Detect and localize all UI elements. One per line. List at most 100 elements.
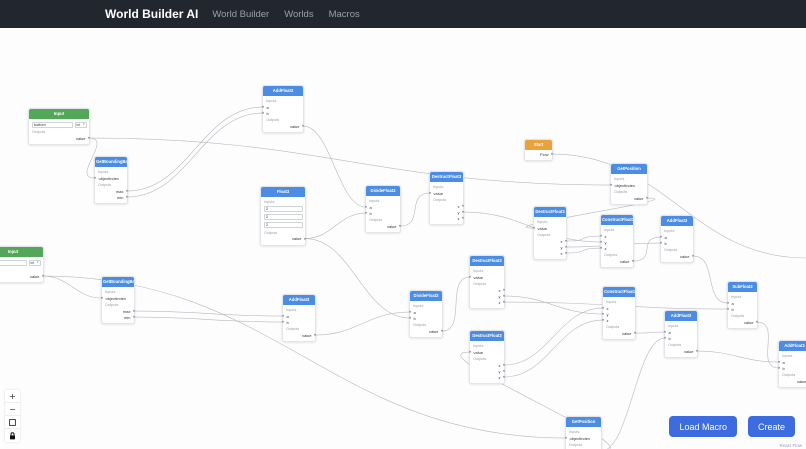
port-value[interactable] (303, 237, 307, 240)
port-z[interactable] (502, 375, 506, 379)
port-max[interactable] (125, 189, 129, 193)
port-z[interactable] (601, 318, 605, 322)
port-y[interactable] (502, 294, 506, 298)
port-z[interactable] (599, 246, 603, 250)
nav-world-builder[interactable]: World Builder (212, 8, 270, 20)
port-a[interactable] (726, 301, 730, 305)
port-value[interactable] (440, 329, 444, 333)
zoom-in-button[interactable]: + (5, 390, 20, 403)
port-value[interactable] (468, 275, 472, 279)
port-y[interactable] (564, 245, 568, 249)
port-objectindex[interactable] (564, 436, 568, 440)
node-value-input[interactable] (263, 206, 303, 213)
node-float3[interactable]: Float3InputsOutputsvalue (260, 186, 307, 246)
node-value-input[interactable] (31, 121, 73, 128)
port-x[interactable] (461, 204, 465, 208)
node-value-input[interactable] (263, 222, 303, 229)
nav-worlds[interactable]: Worlds (284, 8, 314, 20)
port-b[interactable] (777, 366, 781, 370)
port-b[interactable] (364, 211, 368, 215)
port-value[interactable] (633, 331, 637, 335)
port-b[interactable] (408, 316, 412, 320)
output-port-row: value (601, 258, 635, 264)
port-value[interactable] (631, 259, 635, 263)
port-flow[interactable] (550, 152, 554, 156)
lock-button[interactable] (5, 429, 20, 442)
nav-macros[interactable]: Macros (328, 8, 360, 20)
node-value-input[interactable] (263, 214, 303, 221)
port-value[interactable] (428, 191, 432, 195)
port-a[interactable] (659, 235, 663, 239)
port-b[interactable] (663, 336, 667, 340)
port-b[interactable] (726, 307, 730, 311)
port-b[interactable] (659, 241, 663, 245)
node-value-input[interactable] (0, 259, 27, 266)
port-value[interactable] (41, 274, 45, 278)
type-select[interactable]: int▾ (28, 259, 41, 266)
port-min[interactable] (132, 315, 136, 319)
port-z[interactable] (502, 300, 506, 304)
port-objectindex[interactable] (93, 176, 97, 180)
port-x[interactable] (599, 234, 603, 238)
type-select[interactable]: int▾ (74, 121, 87, 128)
port-b[interactable] (261, 111, 265, 115)
port-value[interactable] (398, 224, 402, 228)
port-value[interactable] (645, 196, 649, 200)
port-x[interactable] (564, 239, 568, 243)
port-a[interactable] (777, 360, 781, 364)
port-value[interactable] (87, 136, 91, 140)
port-y[interactable] (599, 240, 603, 244)
port-y[interactable] (502, 369, 506, 373)
port-objectindex[interactable] (609, 183, 613, 187)
port-z[interactable] (461, 216, 465, 220)
port-a[interactable] (408, 310, 412, 314)
port-value[interactable] (695, 349, 699, 353)
create-button[interactable]: Create (747, 416, 795, 437)
port-objectindex[interactable] (100, 296, 104, 300)
port-value[interactable] (532, 226, 536, 230)
port-value[interactable] (755, 320, 759, 324)
port-max[interactable] (132, 309, 136, 313)
port-x[interactable] (502, 288, 506, 292)
load-macro-button[interactable]: Load Macro (669, 416, 737, 437)
port-value[interactable] (301, 124, 305, 128)
port-y[interactable] (601, 312, 605, 316)
port-x[interactable] (601, 306, 605, 310)
port-x[interactable] (502, 363, 506, 367)
port-z[interactable] (564, 251, 568, 255)
port-value[interactable] (468, 350, 472, 354)
port-a[interactable] (364, 205, 368, 209)
port-a[interactable] (261, 105, 265, 109)
zoom-out-button[interactable]: − (5, 403, 20, 416)
port-min[interactable] (125, 195, 129, 199)
port-value[interactable] (691, 254, 695, 258)
port-b[interactable] (281, 320, 285, 324)
port-a[interactable] (663, 330, 667, 334)
port-value[interactable] (313, 333, 317, 337)
port-a[interactable] (281, 314, 285, 318)
node-editor-canvas[interactable]: + − Load Macro Create React Flow Inputin… (0, 28, 806, 449)
port-y[interactable] (461, 210, 465, 214)
fit-view-button[interactable] (5, 416, 20, 429)
